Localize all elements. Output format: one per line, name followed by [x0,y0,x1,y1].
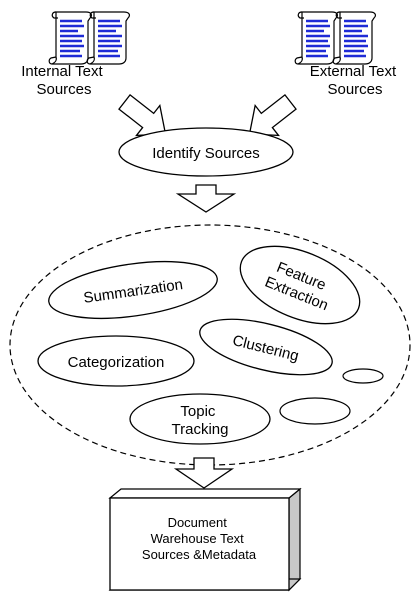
feature-extraction-node: Feature Extraction [239,245,361,325]
internal-sources-icon [47,10,131,66]
arrow-processing-to-warehouse [173,457,235,489]
document-warehouse-box [108,487,302,592]
document-warehouse-label: Document Warehouse Text Sources &Metadat… [142,515,257,562]
arrow-external-to-identify [248,93,297,137]
categorization-node [37,335,195,387]
empty-process-node-medium [279,397,351,425]
identify-sources-label: Identify Sources [152,145,260,162]
identify-sources-node [118,127,294,177]
topic-tracking-node [129,393,271,445]
external-sources-icon [293,10,377,66]
clustering-node: Clustering [199,318,333,376]
empty-process-node-small [342,368,384,384]
internal-sources-label: Internal Text Sources [21,63,107,98]
external-sources-label: External Text Sources [310,63,401,98]
summarization-node: Summarization [48,261,218,319]
categorization-label: Categorization [68,354,165,371]
arrow-identify-to-processing [175,184,237,213]
topic-tracking-label: Topic Tracking [172,403,229,438]
